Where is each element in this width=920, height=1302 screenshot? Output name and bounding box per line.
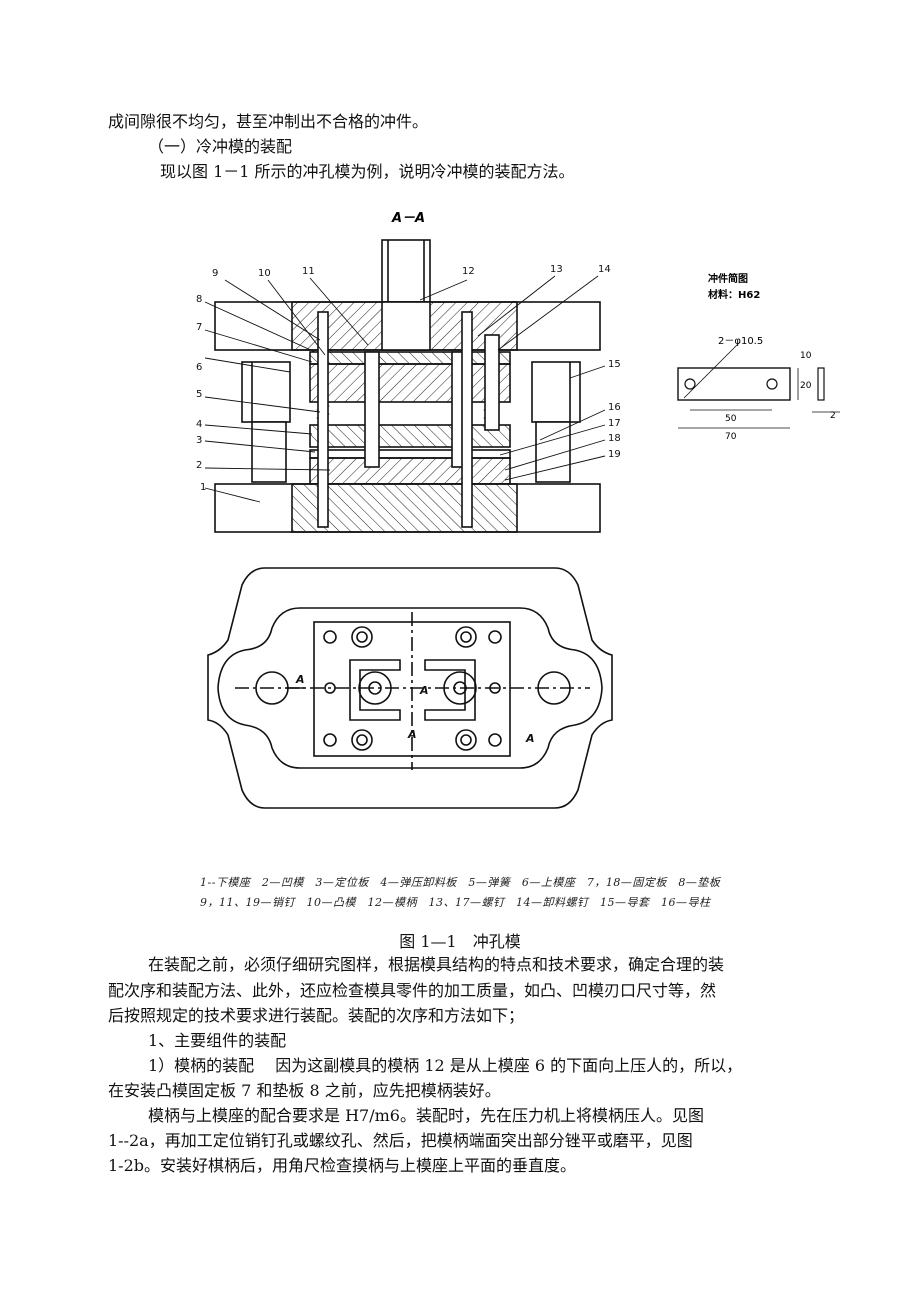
pin-left [317,311,329,528]
backing-plate [309,351,511,365]
pin-right [461,311,473,528]
part-number: 3 [196,435,202,446]
part-number: 17 [608,418,621,429]
part-number: 9 [212,268,218,279]
figure-legend: 1--下模座 2—凹模 3—定位板 4—弹压卸料板 5—弹簧 6—上模座 7，1… [200,876,721,889]
paragraph-line: 配次序和装配方法、此外，还应检查模具零件的加工质量，如凸、凹模刃口尺寸等，然 [108,981,717,1000]
part-number: 2 [196,460,202,471]
dimension-10: 10 [800,351,812,361]
locating-plate [309,449,511,459]
part-number: 5 [196,389,202,400]
section-heading: 1、主要组件的装配 [148,1031,287,1050]
figure-caption: 图 1—1 冲孔模 [399,932,521,951]
part-number: 1 [200,482,206,493]
part-number: 6 [196,362,202,373]
plan-view [207,567,613,809]
part-number: 19 [608,449,621,460]
workpiece-material: 材料：H62 [708,288,760,301]
dimension-20: 20 [800,381,812,391]
part-number: 14 [598,264,611,275]
workpiece-title: 冲件简图 [708,272,748,285]
part-number: 8 [196,294,202,305]
part-number-labels: 9 10 11 12 13 14 8 7 6 5 4 3 2 1 15 16 1… [196,264,621,493]
dimension-holes: 2－φ10.5 [718,336,763,347]
paragraph-line: 在装配之前，必须仔细研究图样，根据模具结构的特点和技术要求，确定合理的装 [148,955,725,974]
paragraph-line: 1）模柄的装配 因为这副模具的模柄 12 是从上模座 6 的下面向上压人的，所以… [148,1056,743,1075]
workpiece-sketch: 冲件简图 材料：H62 2－φ10.5 50 70 20 10 2 [677,272,840,442]
dimension-50: 50 [725,414,737,424]
part-number: 11 [302,266,315,277]
section-heading: （一）冷冲模的装配 [148,137,293,156]
guide-sleeve-left [241,361,291,423]
part-number: 16 [608,402,621,413]
paragraph-line: 后按照规定的技术要求进行装配。装配的次序和方法如下； [108,1006,525,1025]
section-view [214,239,601,533]
dimension-2: 2 [830,411,836,421]
part-number: 13 [550,264,563,275]
screw [484,334,500,431]
stripper-plate [309,424,511,448]
female-die [309,457,511,485]
guide-sleeve-right [531,361,581,423]
part-number: 7 [196,322,202,333]
punch [364,351,380,468]
paragraph-line: 1-2b。安装好棋柄后，用角尺检查摸柄与上模座上平面的垂直度。 [108,1156,577,1175]
part-number: 10 [258,268,271,279]
guide-pillar-left [251,421,287,483]
punching-die-drawing: A－A [196,211,840,809]
section-mark: A [295,673,305,686]
section-mark: A [419,684,429,697]
figure-legend: 9，11、19—销钉 10—凸模 12—模柄 13、17—螺钉 14—卸料螺钉 … [200,896,711,909]
section-mark: A [525,732,535,745]
punch-fixing-plate [309,363,511,403]
text-line: 成间隙很不均匀，甚至冲制出不合格的冲件。 [108,112,429,131]
text-line: 现以图 1－1 所示的冲孔模为例，说明冷冲模的装配方法。 [160,162,575,181]
paragraph-line: 1--2a，再加工定位销钉孔或螺纹孔、然后，把模柄端面突出部分锉平或磨平，见图 [108,1131,693,1150]
dimension-70: 70 [725,432,737,442]
section-mark: A [407,728,417,741]
die-shank [381,239,431,303]
part-number: 4 [196,419,202,430]
part-number: 18 [608,433,621,444]
paragraph-line: 模柄与上模座的配合要求是 H7/m6。装配时，先在压力机上将模柄压人。见图 [148,1106,704,1125]
leader-lines [204,275,606,503]
part-number: 12 [462,266,475,277]
part-number: 15 [608,359,621,370]
section-label: A－A [391,211,425,226]
paragraph-line: 在安装凸模固定板 7 和垫板 8 之前，应先把模柄装好。 [108,1081,501,1100]
